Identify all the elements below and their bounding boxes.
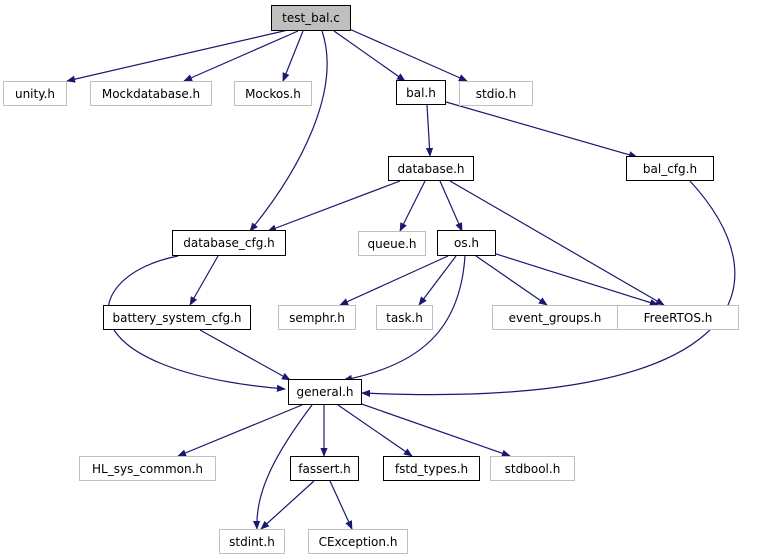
- node-mockos-h[interactable]: Mockos.h: [234, 81, 312, 106]
- node-battery-system-cfg-h[interactable]: battery_system_cfg.h: [103, 305, 251, 330]
- edge-fassert-h-to-stdint-h: [260, 480, 315, 530]
- edge-database-h-to-freertos-h: [449, 180, 665, 306]
- edge-database-cfg-h-to-battery-system-cfg-h: [189, 255, 219, 306]
- edge-general-h-to-hl-sys-common-h: [177, 404, 303, 457]
- node-fassert-h[interactable]: fassert.h: [290, 456, 359, 481]
- node-database-cfg-h[interactable]: database_cfg.h: [172, 230, 286, 256]
- node-bal-h[interactable]: bal.h: [396, 80, 446, 105]
- edge-battery-system-cfg-h-to-general-h: [199, 329, 291, 381]
- node-semphr-h[interactable]: semphr.h: [278, 305, 356, 330]
- node-fstd-types-h[interactable]: fstd_types.h: [383, 456, 480, 481]
- node-mockdatabase-h[interactable]: Mockdatabase.h: [90, 81, 212, 106]
- node-cexception-h[interactable]: CException.h: [308, 529, 408, 554]
- edge-bal-cfg-h-to-general-h: [361, 180, 736, 397]
- edge-general-h-to-stdbool-h: [352, 400, 511, 457]
- node-database-h[interactable]: database.h: [388, 156, 474, 181]
- edge-general-h-to-stdint-h: [252, 404, 313, 530]
- edge-test-bal-c-to-bal-h: [333, 30, 406, 82]
- node-hl-sys-common-h[interactable]: HL_sys_common.h: [79, 456, 216, 481]
- node-freertos-h[interactable]: FreeRTOS.h: [617, 305, 739, 330]
- edge-fassert-h-to-cexception-h: [329, 480, 353, 530]
- node-stdint-h[interactable]: stdint.h: [219, 529, 285, 554]
- node-stdbool-h[interactable]: stdbool.h: [490, 456, 575, 481]
- edge-database-h-to-os-h: [439, 180, 463, 232]
- edge-test-bal-c-to-database-cfg-h: [249, 30, 328, 232]
- node-unity-h[interactable]: unity.h: [3, 81, 67, 106]
- edge-database-h-to-queue-h: [399, 180, 426, 232]
- edge-os-h-to-freertos-h: [492, 252, 659, 306]
- edge-test-bal-c-to-unity-h: [66, 29, 289, 83]
- edge-bal-h-to-bal-cfg-h: [445, 101, 638, 159]
- node-test-bal-c[interactable]: test_bal.c: [271, 5, 351, 31]
- node-stdio-h[interactable]: stdio.h: [459, 81, 533, 106]
- edge-bal-h-to-database-h: [425, 104, 434, 157]
- edge-os-h-to-task-h: [418, 255, 457, 306]
- node-task-h[interactable]: task.h: [376, 305, 433, 330]
- edge-os-h-to-semphr-h: [339, 255, 449, 306]
- edge-database-h-to-database-cfg-h: [267, 180, 401, 232]
- edge-test-bal-c-to-mockos-h: [282, 30, 304, 82]
- node-queue-h[interactable]: queue.h: [358, 231, 426, 256]
- edge-general-h-to-fstd-types-h: [337, 404, 413, 457]
- node-os-h[interactable]: os.h: [437, 230, 496, 256]
- edge-test-bal-c-to-mockdatabase-h: [183, 30, 299, 82]
- node-event-groups-h[interactable]: event_groups.h: [492, 305, 618, 330]
- edge-test-bal-c-to-stdio-h: [346, 27, 468, 82]
- edge-os-h-to-event-groups-h: [475, 255, 548, 306]
- edge-os-h-to-general-h: [343, 255, 466, 382]
- node-bal-cfg-h[interactable]: bal_cfg.h: [626, 156, 714, 181]
- node-general-h[interactable]: general.h: [288, 379, 362, 405]
